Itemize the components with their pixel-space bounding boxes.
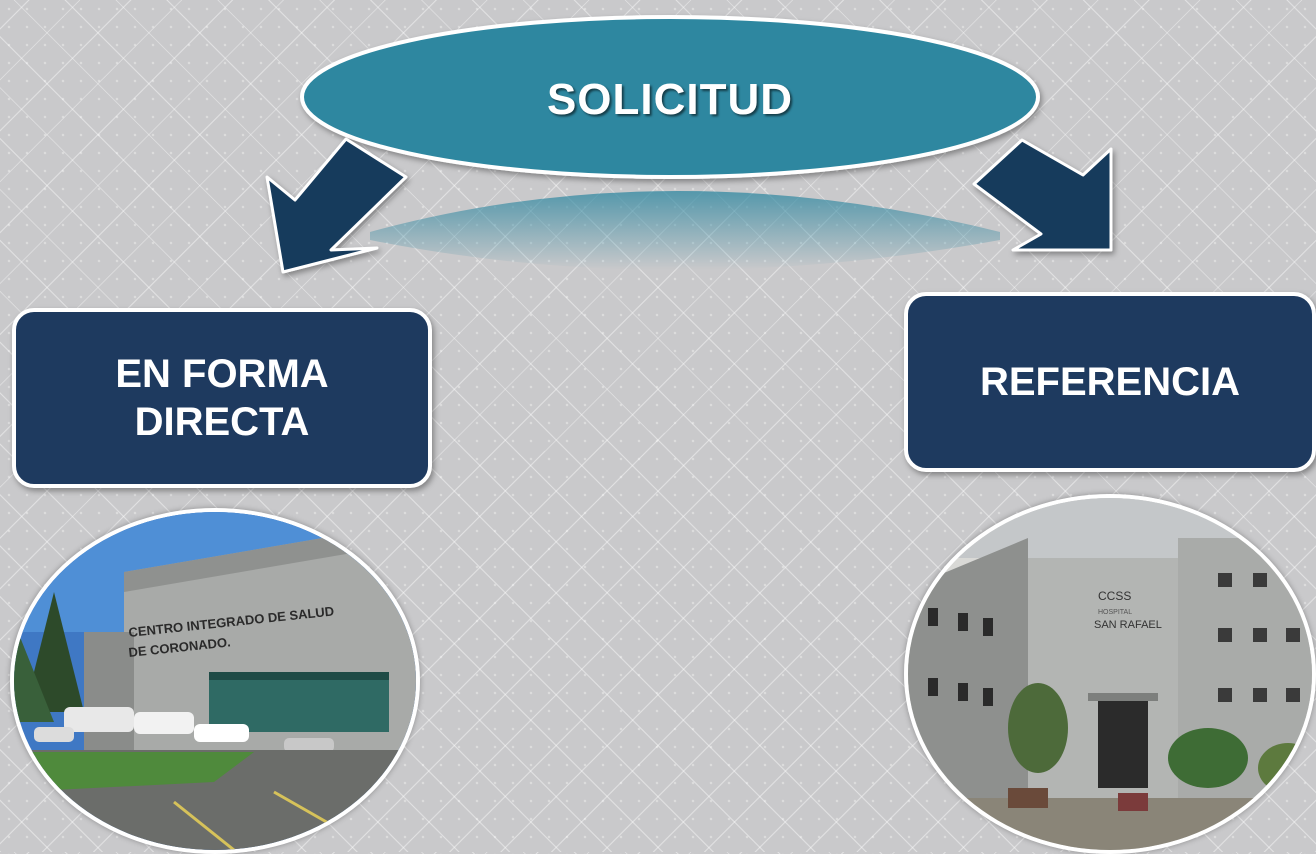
photo-hospital: CCSS HOSPITAL SAN RAFAEL (904, 494, 1316, 854)
sign-name: SAN RAFAEL (1094, 619, 1162, 631)
branch-box-referencia: REFERENCIA (904, 292, 1316, 472)
branch-label-line2: DIRECTA (134, 400, 310, 444)
branch-label-referencia: REFERENCIA (979, 360, 1241, 404)
branch-box-direct: EN FORMA DIRECTA (12, 308, 432, 488)
ellipse-reflection (370, 191, 1000, 270)
arrow-left (265, 137, 408, 274)
arrow-right (972, 138, 1113, 252)
root-ellipse (300, 15, 1040, 179)
root-label: SOLICITUD (546, 75, 794, 124)
sign-logo: CCSS (1098, 589, 1131, 603)
photo-health-center: CENTRO INTEGRADO DE SALUD DE CORONADO. (10, 508, 420, 854)
branch-label-line1: EN FORMA (115, 352, 329, 396)
sign-small: HOSPITAL (1098, 609, 1132, 616)
